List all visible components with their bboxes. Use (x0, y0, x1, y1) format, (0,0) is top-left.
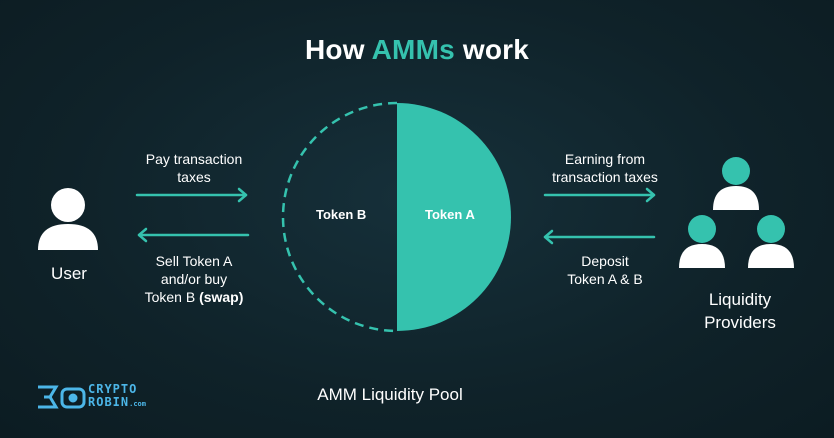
deposit-label: Deposit Token A & B (567, 253, 643, 287)
page-title: How AMMs work (304, 34, 530, 65)
earning-label: Earning from transaction taxes (552, 151, 658, 185)
liquidity-providers-label: Liquidity Providers (704, 290, 776, 332)
logo-line1: CRYPTO (88, 382, 138, 396)
token-b-label: Token B (316, 207, 367, 222)
logo-line2: ROBIN (88, 395, 130, 409)
arrow-right-icon (135, 187, 248, 203)
liquidity-providers-icon (679, 157, 794, 268)
swap-label: Sell Token A and/or buy Token B (swap) (144, 253, 244, 305)
crypto-robin-logo: CRYPTO ROBIN.com (36, 381, 166, 415)
user-label: User (51, 264, 87, 283)
logo-suffix: .com (129, 400, 146, 408)
arrow-left-icon (137, 227, 250, 243)
arrow-right-icon (543, 187, 656, 203)
pool-caption: AMM Liquidity Pool (317, 385, 463, 404)
liquidity-pool-circle (281, 101, 511, 333)
token-a-label: Token A (425, 207, 475, 222)
crypto-robin-logo-icon (38, 385, 86, 409)
user-icon (38, 188, 98, 250)
arrow-left-icon (543, 229, 656, 245)
pay-taxes-label: Pay transaction taxes (145, 151, 243, 185)
